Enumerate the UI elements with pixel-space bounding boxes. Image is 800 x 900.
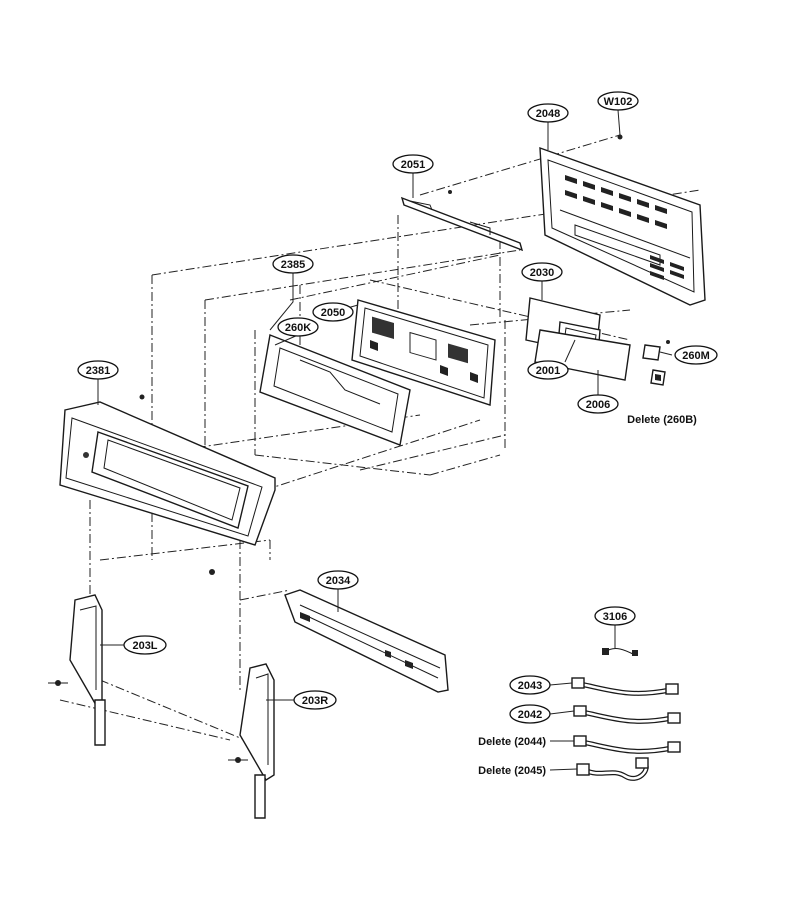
label-2030: 2030 bbox=[521, 262, 563, 282]
label-203l-text: 203L bbox=[132, 640, 157, 652]
harness-2043 bbox=[571, 677, 679, 696]
part-260b bbox=[650, 369, 666, 386]
label-260m: 260M bbox=[674, 345, 718, 365]
label-203r: 203R bbox=[293, 690, 337, 710]
control-board-2050 bbox=[351, 299, 496, 406]
label-2006: 2006 bbox=[577, 394, 619, 414]
label-2030-text: 2030 bbox=[530, 267, 554, 279]
harness-2045 bbox=[576, 757, 649, 781]
label-2034-text: 2034 bbox=[326, 575, 351, 587]
label-2381-text: 2381 bbox=[86, 365, 110, 377]
harness-2042 bbox=[573, 705, 681, 724]
label-2050-text: 2050 bbox=[321, 307, 345, 319]
label-2042: 2042 bbox=[509, 704, 551, 724]
label-260k-text: 260K bbox=[285, 322, 311, 334]
label-2051: 2051 bbox=[392, 154, 434, 174]
label-203r-text: 203R bbox=[302, 695, 328, 707]
trim-bracket-2034 bbox=[284, 589, 449, 693]
label-2048: 2048 bbox=[527, 103, 569, 123]
label-260m-text: 260M bbox=[682, 350, 710, 362]
label-2050: 2050 bbox=[312, 302, 354, 322]
alignment-lines bbox=[59, 134, 701, 741]
label-2001: 2001 bbox=[527, 360, 569, 380]
label-2043-text: 2043 bbox=[518, 680, 542, 692]
end-cap-right-203r bbox=[228, 663, 275, 819]
label-2385-text: 2385 bbox=[281, 259, 305, 271]
label-delete-2045-text: Delete (2045) bbox=[478, 765, 546, 777]
wire-3106 bbox=[602, 648, 638, 656]
harness-2044 bbox=[573, 735, 681, 754]
label-2034: 2034 bbox=[317, 570, 359, 590]
label-2385: 2385 bbox=[272, 254, 314, 274]
label-2051-text: 2051 bbox=[401, 159, 425, 171]
leader-lines bbox=[97, 109, 673, 771]
label-2001-text: 2001 bbox=[536, 365, 560, 377]
display-overlay-260k bbox=[259, 334, 411, 446]
label-delete-260b: Delete (260B) bbox=[627, 414, 697, 426]
label-w102: W102 bbox=[597, 91, 639, 111]
label-2048-text: 2048 bbox=[536, 108, 560, 120]
label-3106-text: 3106 bbox=[603, 611, 627, 623]
label-3106: 3106 bbox=[594, 606, 636, 626]
label-delete-2044-text: Delete (2044) bbox=[478, 736, 546, 748]
end-cap-left-203l bbox=[48, 594, 106, 746]
label-2042-text: 2042 bbox=[518, 709, 542, 721]
label-203l: 203L bbox=[123, 635, 167, 655]
module-cover-2006 bbox=[534, 329, 631, 381]
label-delete-260b-text: Delete (260B) bbox=[627, 414, 697, 426]
rear-vent-panel-2048 bbox=[539, 134, 706, 306]
label-2381: 2381 bbox=[77, 360, 119, 380]
control-panel-frame-2381 bbox=[59, 394, 276, 575]
bracket-rail-2051 bbox=[400, 190, 524, 252]
label-2006-text: 2006 bbox=[586, 399, 610, 411]
label-delete-2044: Delete (2044) bbox=[478, 736, 546, 748]
label-w102-text: W102 bbox=[604, 96, 633, 108]
label-260k: 260K bbox=[277, 317, 319, 337]
label-2043: 2043 bbox=[509, 675, 551, 695]
clip-260m bbox=[642, 340, 670, 361]
label-delete-2045: Delete (2045) bbox=[478, 765, 546, 777]
